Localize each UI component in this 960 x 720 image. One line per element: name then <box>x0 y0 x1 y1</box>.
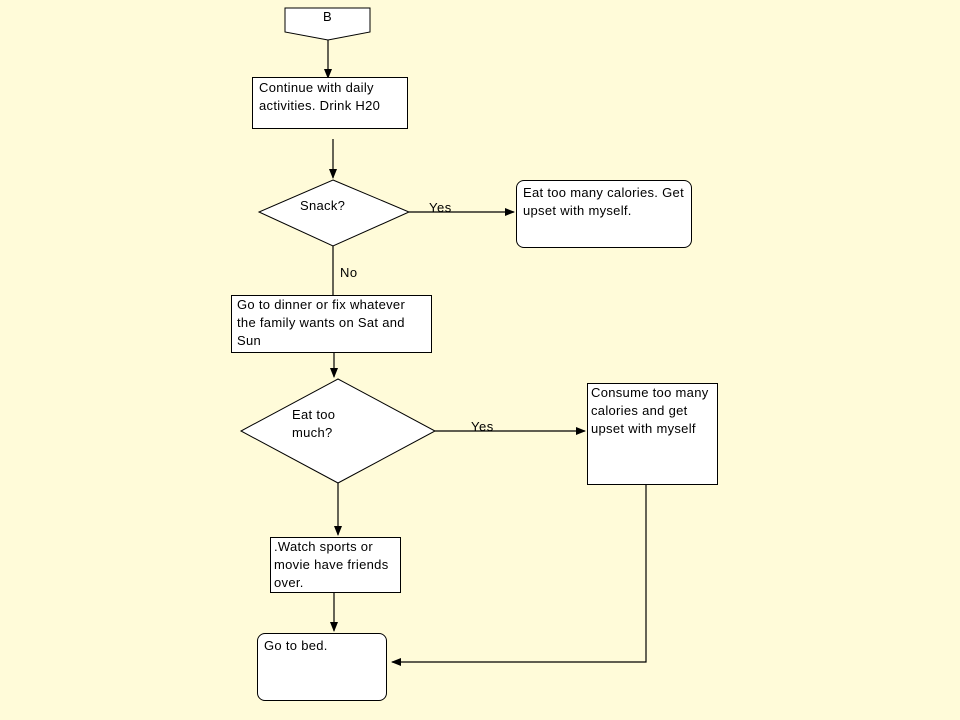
watch-sports-box: .Watch sports or movie have friends over… <box>270 537 401 593</box>
arrow-consume-to-bed <box>391 485 647 666</box>
snack-decision-label: Snack? <box>300 198 346 213</box>
connector-b-shape <box>284 7 371 41</box>
snack-no-label: No <box>340 265 358 280</box>
go-to-bed-box: Go to bed. <box>257 633 387 701</box>
snack-yes-result-box: Eat too many calories. Get upset with my… <box>516 180 692 248</box>
snack-yes-label: Yes <box>429 200 452 215</box>
eat-too-much-decision-label: Eat too much? <box>292 407 336 440</box>
connector-b-label: B <box>323 9 332 24</box>
eat-too-much-result-box: Consume too many calories and get upset … <box>587 383 718 485</box>
eat-yes-label: Yes <box>471 419 494 434</box>
dinner-box: Go to dinner or fix whatever the family … <box>231 295 432 353</box>
daily-activities-box: Continue with daily activities. Drink H2… <box>252 77 408 129</box>
